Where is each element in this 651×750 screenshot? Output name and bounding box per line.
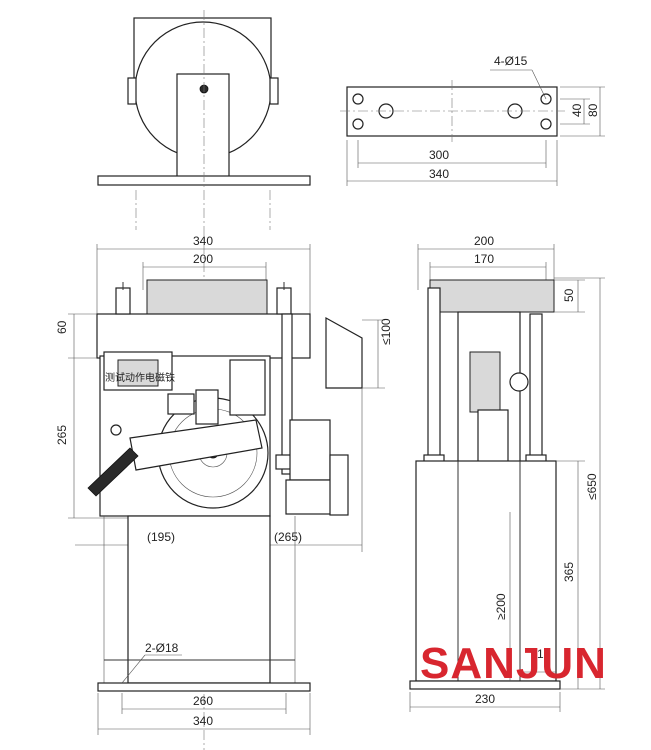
side-view xyxy=(409,244,605,712)
dim-side-base-offset: 10 xyxy=(537,647,551,661)
dim-base-hole-spacing: 260 xyxy=(193,694,213,708)
dim-base-width: 340 xyxy=(193,714,213,728)
dim-side-total-height: ≤650 xyxy=(585,473,599,500)
dim-front-right-offset: (265) xyxy=(274,530,302,544)
dim-base-holes: 2-Ø18 xyxy=(145,641,179,655)
dim-plate-height: 80 xyxy=(586,103,600,117)
dim-side-min-height: ≥200 xyxy=(494,593,508,620)
top-view xyxy=(97,10,311,750)
dim-side-column-height: 365 xyxy=(562,562,576,582)
dim-front-body-height: 265 xyxy=(55,425,69,445)
mount-plate-view xyxy=(340,69,605,186)
front-view xyxy=(68,244,385,552)
dim-side-top-height: 50 xyxy=(562,288,576,302)
dim-front-overall-width: 340 xyxy=(193,234,213,248)
label-test-magnet: 测试动作电磁铁 xyxy=(105,371,175,384)
brand-logo: SANJUN xyxy=(420,639,607,688)
dim-4-hole-dia: 4-Ø15 xyxy=(494,54,528,68)
dim-side-overall-width: 200 xyxy=(474,234,494,248)
dim-side-base-width: 230 xyxy=(475,692,495,706)
dim-front-inner-width: 200 xyxy=(193,252,213,266)
dim-hole-spacing-v: 40 xyxy=(570,103,584,117)
dim-side-inner-width: 170 xyxy=(474,252,494,266)
dim-front-bracket-height: ≤100 xyxy=(379,318,393,345)
dim-front-left-offset: (195) xyxy=(147,530,175,544)
column-base-view xyxy=(97,515,311,735)
dim-front-top-height: 60 xyxy=(55,320,69,334)
dim-hole-spacing-h: 300 xyxy=(429,148,449,162)
dim-plate-width: 340 xyxy=(429,167,449,181)
